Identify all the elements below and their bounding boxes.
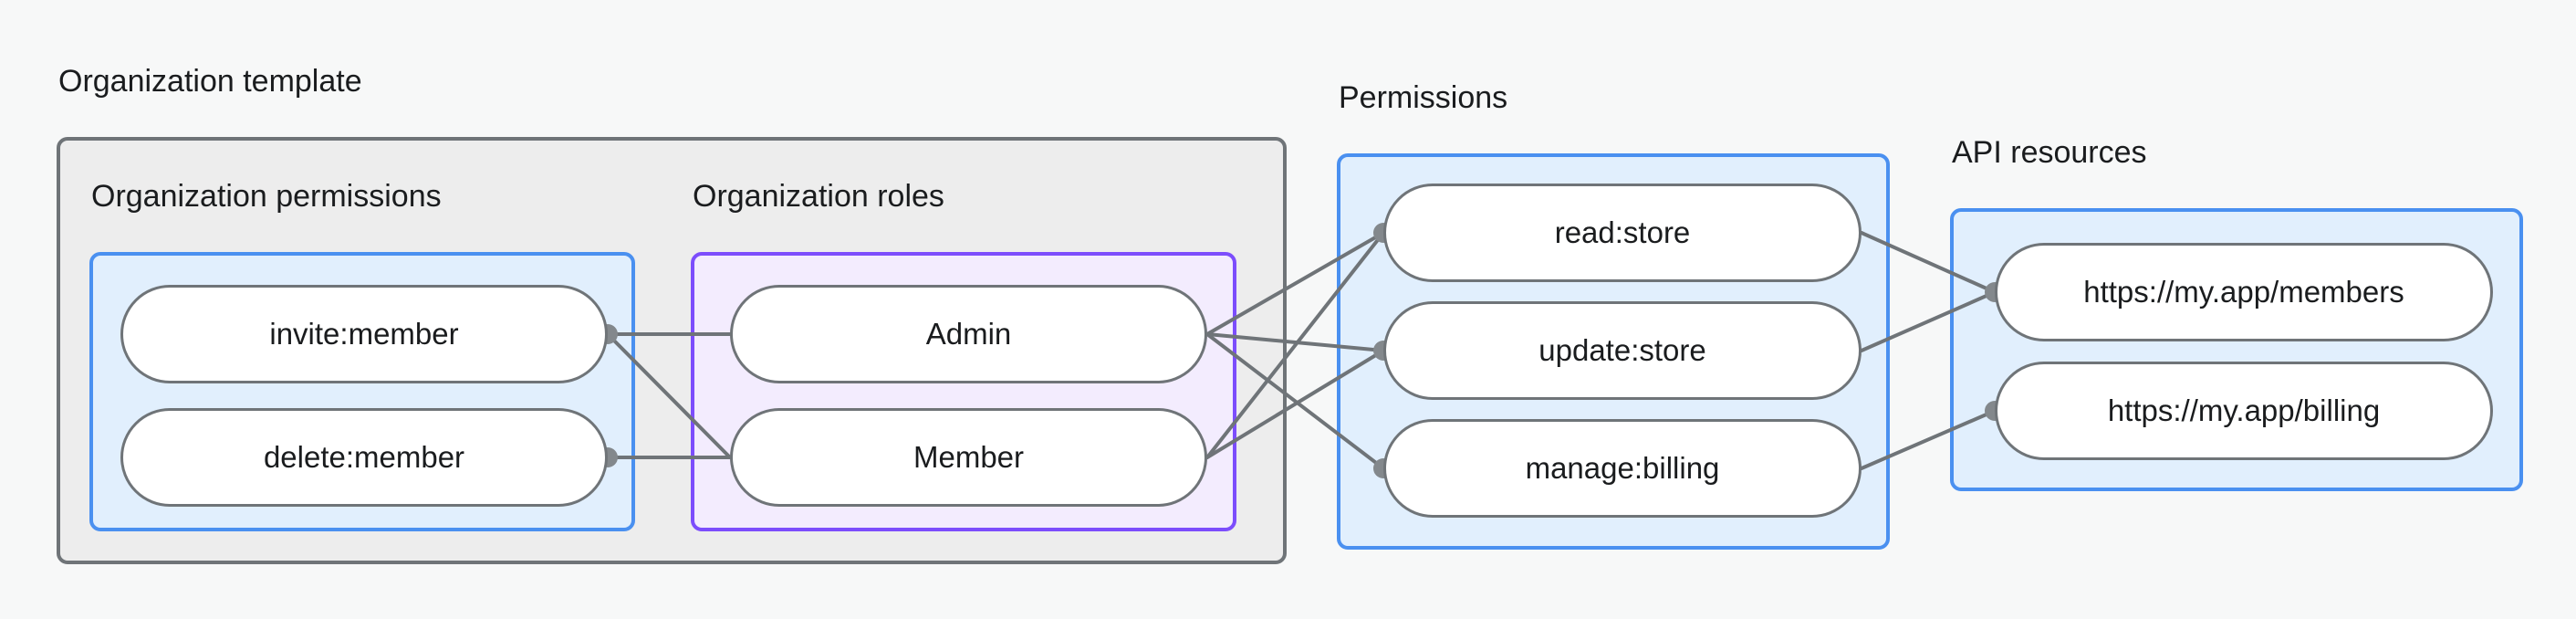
node-label: Member [913, 440, 1025, 474]
node-billing-url[interactable]: https://my.app/billing [1995, 362, 2493, 460]
node-invite-member[interactable]: invite:member [120, 285, 608, 383]
subgroup-title-organization-permissions: Organization permissions [91, 179, 442, 214]
node-label: manage:billing [1525, 451, 1720, 485]
edge-read-store-to-members-url [1860, 231, 1997, 294]
edge-member-to-read-store [1205, 231, 1385, 459]
group-title-api-resources: API resources [1952, 135, 2147, 170]
node-label: delete:member [263, 440, 465, 474]
node-label: invite:member [269, 317, 459, 351]
subgroup-title-organization-roles: Organization roles [693, 179, 944, 214]
edge-manage-billing-to-billing-url [1860, 409, 1997, 470]
node-label: Admin [925, 317, 1012, 351]
node-label: update:store [1538, 333, 1706, 367]
node-update-store[interactable]: update:store [1383, 301, 1862, 400]
edge-update-store-to-members-url [1860, 290, 1997, 352]
group-title-permissions: Permissions [1339, 80, 1508, 115]
node-label: https://my.app/billing [2107, 393, 2381, 427]
node-read-store[interactable]: read:store [1383, 184, 1862, 282]
node-admin[interactable]: Admin [730, 285, 1207, 383]
node-manage-billing[interactable]: manage:billing [1383, 419, 1862, 518]
edge-admin-to-manage-billing [1205, 332, 1385, 470]
group-title-organization-template: Organization template [58, 64, 362, 99]
node-label: https://my.app/members [2083, 275, 2404, 309]
node-member[interactable]: Member [730, 408, 1207, 507]
node-label: read:store [1554, 215, 1691, 249]
edge-member-to-update-store [1205, 349, 1385, 459]
edge-admin-to-read-store [1205, 231, 1385, 336]
node-members-url[interactable]: https://my.app/members [1995, 243, 2493, 341]
node-delete-member[interactable]: delete:member [120, 408, 608, 507]
edge-invite-member-to-member [606, 332, 732, 459]
